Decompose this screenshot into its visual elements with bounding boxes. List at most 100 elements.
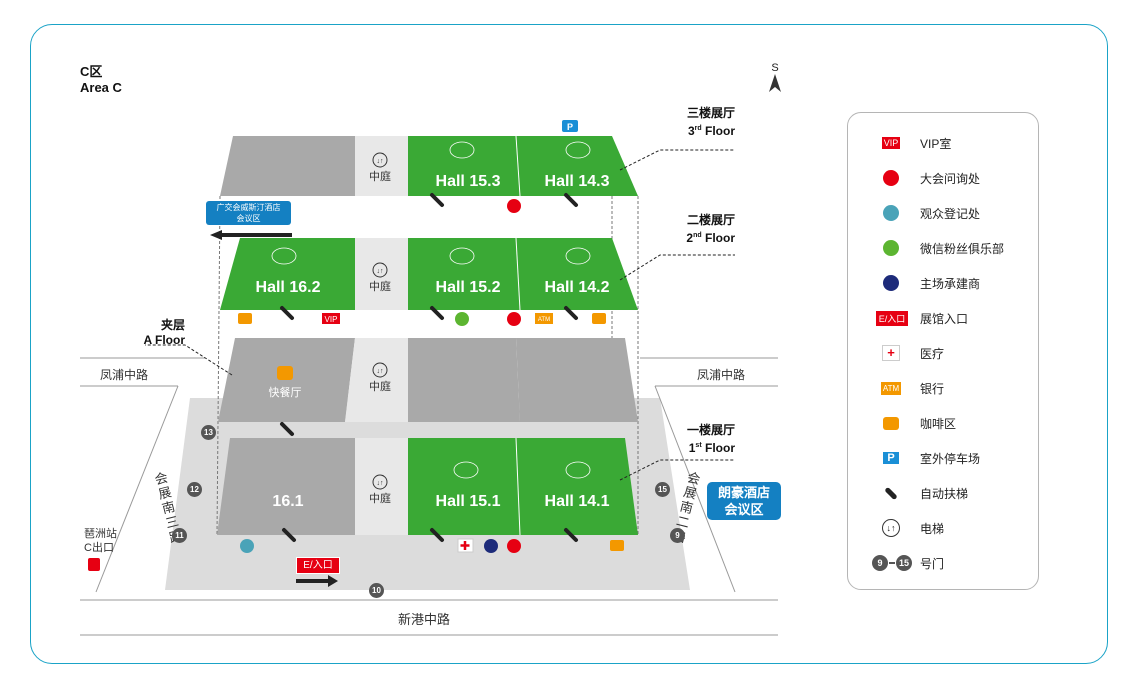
first-floor-cn: 一楼展厅 [686,423,735,437]
vip-icon-label: VIP [325,315,338,324]
second-floor-atrium [355,238,408,310]
metro-icon [88,558,100,571]
first-floor-en: 1st Floor [688,441,735,455]
escalator-icon [878,483,904,503]
langham-hotel-label[interactable]: 朗豪酒店 会议区 [707,482,781,520]
mezzanine-atrium [345,338,408,422]
parking-icon-label: P [567,122,573,132]
hall-16-1-shape [217,438,355,535]
legend-item-organizer: 主场承建商 [848,271,1038,295]
hall-15-1-label: Hall 15.1 [436,493,501,510]
organizer-icon [878,273,904,293]
parking-icon: P [878,448,904,468]
hall-14-3-shape [516,136,638,196]
elevator-icon: ↓↑ [878,518,904,538]
third-floor-en: 3rd Floor [687,124,735,138]
hall-14-1-shape [516,438,638,535]
atrium-label-3f: 中庭 [369,169,391,183]
legend-item-registration: 观众登记处 [848,201,1038,225]
gate-13[interactable]: 13 [201,425,216,440]
wechat-icon [878,238,904,258]
mezzanine-gray-right [516,338,638,422]
gate-icon: 9 15 [872,553,912,573]
legend-item-atm: ATM 银行 [848,376,1038,400]
area-title-en: Area C [80,80,122,95]
gate-11[interactable]: 11 [172,528,187,543]
atm-icon-label: ATM [538,317,550,323]
legend-item-wechat: 微信粉丝俱乐部 [848,236,1038,260]
parking-icon [562,120,578,132]
legend-item-cafe: 咖啡区 [848,411,1038,435]
information-icon [507,199,521,213]
svg-text:↓↑: ↓↑ [377,480,384,487]
compass-arrow-icon [769,74,781,92]
first-floor-label: 一楼展厅 1st Floor [655,423,735,456]
legend-item-elevator: ↓↑ 电梯 [848,516,1038,540]
hall-14-2-label: Hall 14.2 [545,279,610,296]
entrance-label[interactable]: E/入口 [296,557,340,574]
svg-text:↓↑: ↓↑ [377,268,384,275]
gate-12[interactable]: 12 [187,482,202,497]
metro-station-label: 琶洲站 C出口 [84,528,117,554]
second-floor-label: 二楼展厅 2nd Floor [655,213,735,246]
cafe-icon [878,413,904,433]
cafe-icon [238,313,252,324]
fast-food-label: 快餐厅 [269,385,302,399]
mezzanine-gray-mid [408,338,520,422]
cafe-icon [592,313,606,324]
atm-icon [535,313,553,324]
legend-item-medical: + 医疗 [848,341,1038,365]
atm-icon: ATM [880,381,902,395]
medical-icon: + [878,343,904,363]
gate-9[interactable]: 9 [670,528,685,543]
second-floor-cn: 二楼展厅 [686,213,735,227]
legend-item-vip: VIP VIP室 [848,131,1038,155]
hall-14-3-label: Hall 14.3 [545,173,610,190]
right-arrow-icon [296,575,338,587]
atrium-label-1f: 中庭 [369,491,391,505]
hall-15-2-label: Hall 15.2 [436,279,501,296]
road-xingang: 新港中路 [398,612,451,627]
information-icon [507,312,521,326]
legend-panel: VIP VIP室 大会问询处 观众登记处 微信粉丝俱乐部 主场承建商 E/入口 … [847,112,1039,590]
hall-16-2-label: Hall 16.2 [256,279,321,296]
hall-16-2-shape [220,238,355,310]
entrance-icon: E/入口 [872,308,912,328]
escalator-icon [280,193,578,542]
legend-item-entrance: E/入口 展馆入口 [848,306,1038,330]
legend-item-parking: P 室外停车场 [848,446,1038,470]
gate-15[interactable]: 15 [655,482,670,497]
north-arrow-label: S [771,62,779,74]
venue-map: Hall 15.3 Hall 14.3 Hall 16.2 Hall 15.2 … [80,120,778,636]
hall-15-2-shape [408,238,520,310]
vip-icon: VIP [881,137,901,149]
road-fengpu-left: 凤浦中路 [100,368,149,382]
wechat-icon [455,312,469,326]
vip-icon [322,313,340,324]
elevator-icon: ↓↑ ↓↑ ↓↑ ↓↑ [372,152,388,490]
mezzanine-label: 夹层 A Floor [105,318,185,348]
area-title-cn: C区 [80,64,103,79]
westin-hotel-label[interactable]: 广交会威斯汀酒店 会议区 [206,201,291,225]
hall-15-3-shape [408,136,520,196]
hall-16-1-label: 16.1 [272,493,303,510]
map-frame [30,24,1108,664]
hall-14-1-label: Hall 14.1 [545,493,610,510]
second-floor-en: 2nd Floor [686,231,735,245]
third-floor-cn: 三楼展厅 [686,106,735,120]
gate-10[interactable]: 10 [369,583,384,598]
cafe-icon [610,540,624,551]
first-floor-atrium [355,438,408,535]
area-title: C区 Area C [80,64,122,96]
hall-15-1-shape [408,438,520,535]
hall-15-3-label: Hall 15.3 [436,173,501,190]
mezzanine-cn: 夹层 [160,318,185,332]
legend-item-escalator: 自动扶梯 [848,481,1038,505]
fast-food-icon [277,366,293,380]
atrium-label-mezz: 中庭 [369,379,391,393]
hall-14-2-shape [516,238,638,310]
third-floor-gray [220,136,355,196]
registration-icon [240,539,254,553]
information-icon [878,168,904,188]
third-floor-atrium [355,136,408,196]
